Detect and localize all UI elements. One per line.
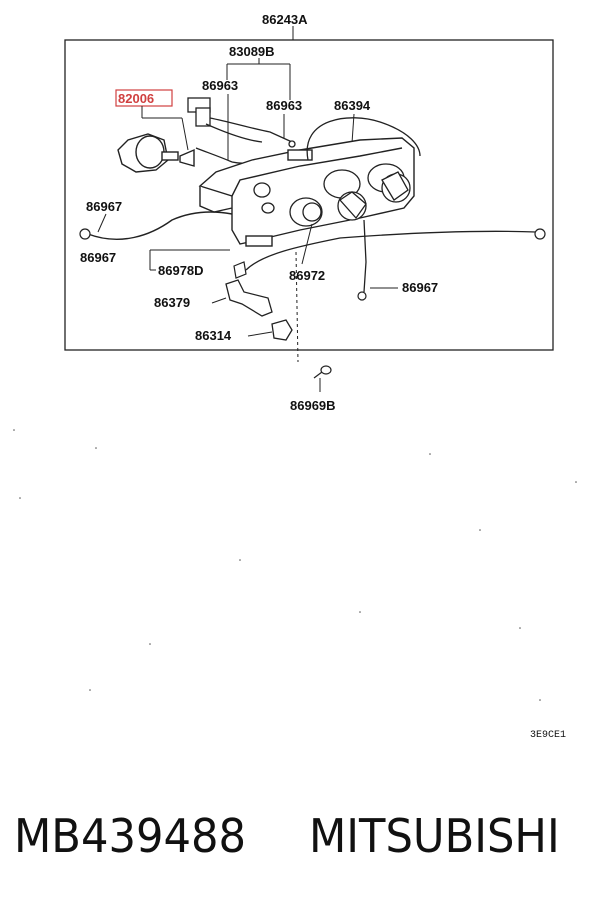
temperature-dial (253, 182, 323, 227)
screw (313, 365, 332, 379)
brand-name: MITSUBISHI (308, 809, 560, 863)
label-cable-right: 86967 (402, 280, 438, 295)
left-cable (87, 211, 233, 240)
wiring-harness (187, 97, 296, 164)
diagram-code: 3E9CE1 (530, 730, 566, 741)
part-number: MB439488 (14, 809, 247, 863)
caption: MB439488 MITSUBISHI (14, 806, 586, 866)
right-cable (363, 219, 367, 293)
label-bracket: 86379 (154, 295, 190, 310)
upper-cable-loop (306, 117, 421, 161)
center-cable-end (534, 228, 546, 240)
label-harness-left: 86963 (202, 78, 238, 93)
cable-clip (233, 261, 247, 279)
highlight-box (115, 89, 173, 107)
lower-knob (271, 319, 293, 341)
assembly-frame (64, 39, 554, 351)
label-assembly: 86243A (262, 12, 308, 27)
center-cable (245, 230, 537, 271)
blower-switch (117, 133, 195, 173)
mounting-bracket (225, 279, 273, 317)
label-harness-right: 86963 (266, 98, 302, 113)
label-connector-upper: 83089B (229, 44, 275, 59)
scan-speckles (13, 429, 577, 701)
label-cable-left-upper: 86967 (86, 199, 122, 214)
label-cable-left-lower: 86967 (80, 250, 116, 265)
label-knob-lower: 86314 (195, 328, 232, 343)
parts-diagram: 86243A 83089B 86963 86963 82006 86394 (13, 12, 577, 741)
label-highlighted: 82006 (118, 91, 154, 106)
right-cable-end (357, 291, 367, 301)
label-cable-center: 86972 (289, 268, 325, 283)
fan-knob (367, 163, 411, 203)
label-knob-right: 86394 (334, 98, 371, 113)
left-cable-end (79, 228, 91, 240)
label-screw: 86969B (290, 398, 336, 413)
mode-knob (323, 169, 367, 221)
label-clip: 86978D (158, 263, 204, 278)
